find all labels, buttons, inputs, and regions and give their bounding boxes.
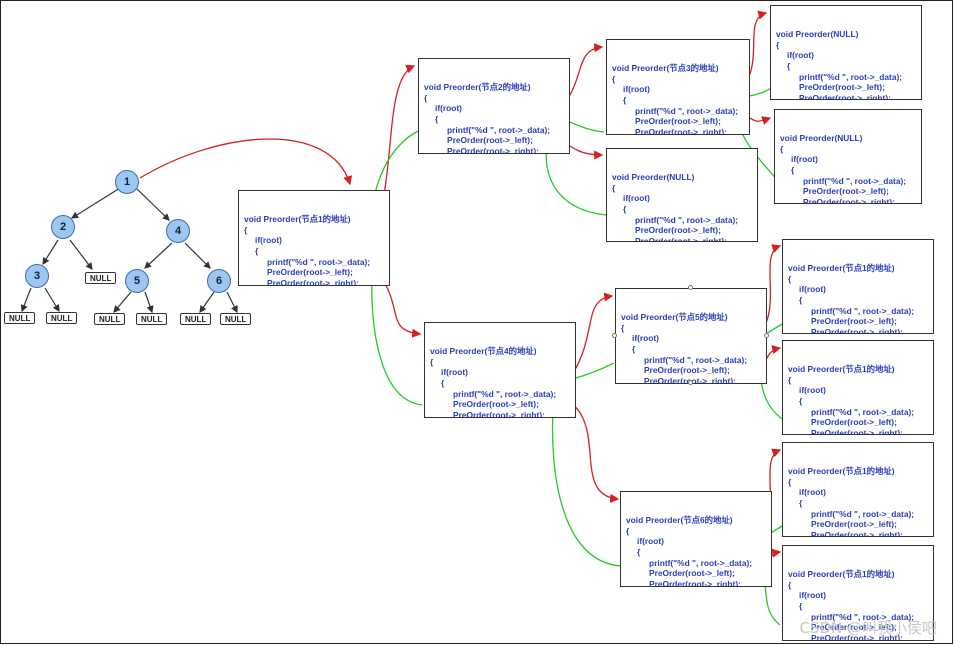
preorder-call-box: void Preorder(NULL){if(root){printf("%d … bbox=[770, 5, 922, 100]
call-arrow bbox=[562, 397, 620, 503]
selection-handle[interactable] bbox=[764, 333, 769, 338]
call-title: void Preorder(节点4的地址) bbox=[430, 346, 537, 357]
selection-handle[interactable] bbox=[688, 285, 693, 290]
tree-edge bbox=[42, 239, 59, 266]
tree-edge bbox=[113, 291, 132, 313]
null-leaf: NULL bbox=[85, 272, 117, 284]
tree-node: 5 bbox=[125, 269, 149, 293]
tree-edge bbox=[69, 239, 93, 270]
tree-edge bbox=[135, 187, 170, 221]
null-leaf: NULL bbox=[136, 313, 168, 325]
call-title: void Preorder(节点1的地址) bbox=[788, 364, 895, 375]
selection-handle[interactable] bbox=[612, 333, 617, 338]
tree-edge bbox=[144, 291, 154, 314]
tree-node: 3 bbox=[25, 264, 49, 288]
tree-edge bbox=[20, 287, 32, 313]
null-leaf: NULL bbox=[220, 313, 252, 325]
call-title: void Preorder(节点5的地址) bbox=[621, 312, 728, 323]
return-arrow bbox=[367, 268, 423, 406]
tree-edge bbox=[70, 187, 121, 219]
preorder-call-box: void Preorder(NULL){if(root){printf("%d … bbox=[774, 109, 922, 204]
call-title: void Preorder(节点1的地址) bbox=[788, 263, 895, 274]
call-title: void Preorder(NULL) bbox=[776, 29, 859, 40]
selection-handle[interactable] bbox=[688, 380, 693, 385]
preorder-call-box: void Preorder(节点1的地址){if(root){printf("%… bbox=[782, 340, 934, 435]
null-leaf: NULL bbox=[94, 313, 126, 325]
call-title: void Preorder(节点6的地址) bbox=[626, 515, 733, 526]
tree-edge bbox=[199, 291, 215, 313]
tree-edge bbox=[44, 287, 60, 313]
call-title: void Preorder(NULL) bbox=[780, 133, 863, 144]
null-leaf: NULL bbox=[46, 312, 78, 324]
return-arrow bbox=[548, 408, 621, 567]
null-leaf: NULL bbox=[4, 312, 36, 324]
preorder-call-box: void Preorder(节点6的地址){if(root){printf("%… bbox=[620, 491, 772, 587]
preorder-call-box: void Preorder(节点3的地址){if(root){printf("%… bbox=[606, 39, 750, 135]
preorder-call-box: void Preorder(节点1的地址){if(root){printf("%… bbox=[238, 190, 390, 286]
tree-node: 1 bbox=[115, 170, 139, 194]
preorder-call-box: void Preorder(节点1的地址){if(root){printf("%… bbox=[782, 545, 934, 641]
preorder-call-box: void Preorder(节点4的地址){if(root){printf("%… bbox=[424, 322, 576, 418]
tree-edge bbox=[184, 242, 211, 269]
call-title: void Preorder(NULL) bbox=[612, 172, 695, 183]
tree-node: 2 bbox=[51, 215, 75, 239]
call-title: void Preorder(节点2的地址) bbox=[424, 82, 531, 93]
preorder-call-box: void Preorder(节点5的地址){if(root){printf("%… bbox=[615, 288, 767, 384]
preorder-call-box: void Preorder(节点1的地址){if(root){printf("%… bbox=[782, 442, 934, 537]
call-title: void Preorder(节点1的地址) bbox=[788, 466, 895, 477]
call-title: void Preorder(节点1的地址) bbox=[788, 569, 895, 580]
preorder-call-box: void Preorder(节点2的地址){if(root){printf("%… bbox=[418, 58, 570, 154]
null-leaf: NULL bbox=[180, 313, 212, 325]
preorder-call-box: void Preorder(节点1的地址){if(root){printf("%… bbox=[782, 239, 934, 334]
watermark: CSDN @叫我小侯吧 bbox=[799, 619, 937, 637]
call-arrow bbox=[139, 138, 353, 186]
tree-node: 6 bbox=[207, 269, 231, 293]
call-title: void Preorder(节点1的地址) bbox=[244, 214, 351, 225]
preorder-call-box: void Preorder(NULL){if(root){printf("%d … bbox=[606, 148, 758, 242]
tree-edge bbox=[226, 291, 238, 314]
tree-node: 4 bbox=[166, 219, 190, 243]
tree-edge bbox=[144, 242, 173, 269]
call-title: void Preorder(节点3的地址) bbox=[612, 63, 719, 74]
